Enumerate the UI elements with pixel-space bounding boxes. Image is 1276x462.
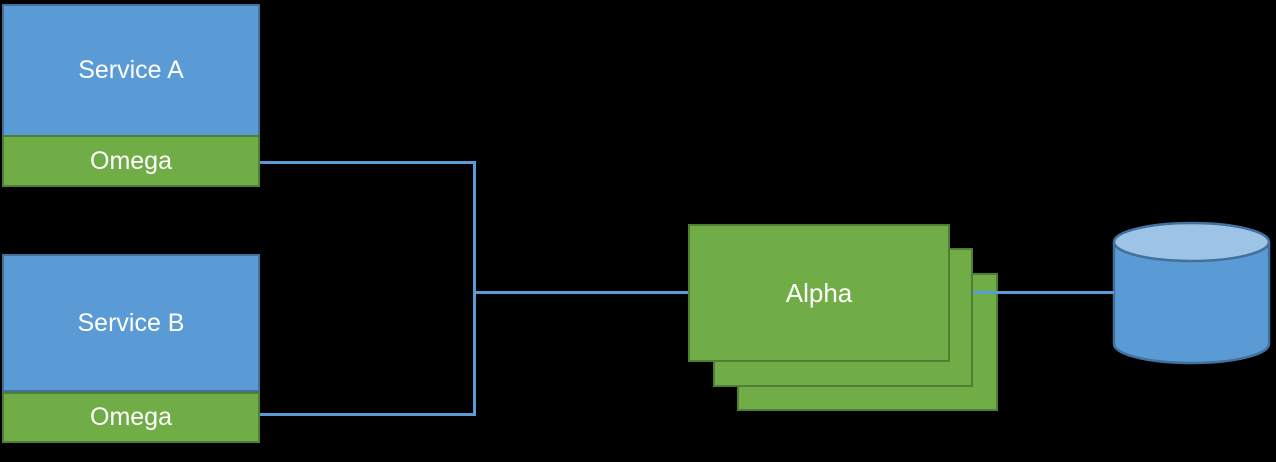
service-a-label: Service A xyxy=(78,56,184,84)
node-alpha: Alpha xyxy=(688,224,950,362)
connector-junction-vertical xyxy=(473,161,476,416)
connector-service-b-to-junction xyxy=(260,413,476,416)
service-b-omega-label: Omega xyxy=(90,403,172,431)
node-service-a-omega-bar: Omega xyxy=(2,135,260,187)
node-service-a: Service A xyxy=(2,4,260,137)
connector-junction-to-alpha xyxy=(476,291,689,294)
service-a-omega-label: Omega xyxy=(90,146,172,175)
node-service-b-omega-bar: Omega xyxy=(2,392,260,443)
service-b-label: Service B xyxy=(77,308,185,337)
connector-service-a-to-junction xyxy=(260,161,476,164)
alpha-label: Alpha xyxy=(785,277,853,308)
node-service-b: Service B xyxy=(2,254,260,392)
connector-alpha-to-database xyxy=(973,291,1114,294)
database-cylinder-icon xyxy=(1112,221,1271,365)
